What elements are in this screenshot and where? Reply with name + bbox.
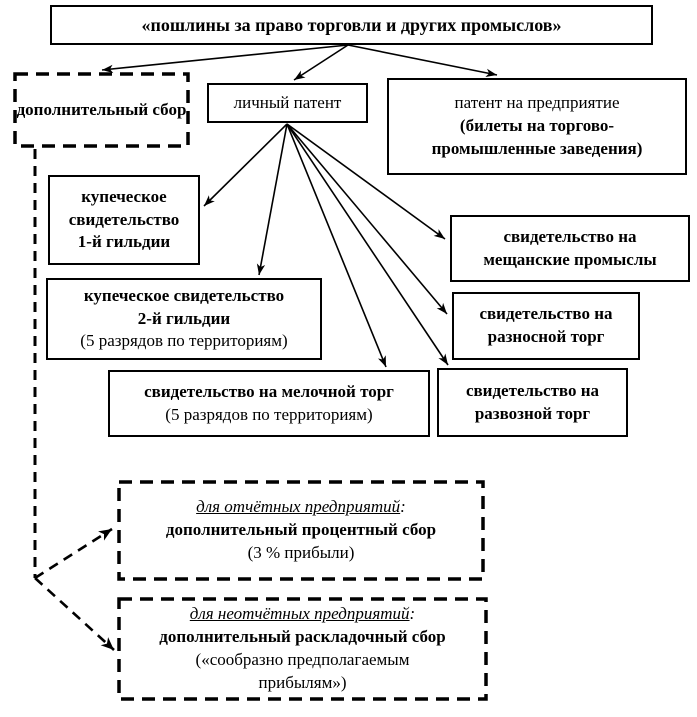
nonreporting-line4: прибылям») [258, 672, 347, 692]
node-burgher-crafts-certificate: свидетельство на мещанские промыслы [450, 215, 690, 282]
peddling-trade-line1: свидетельство на [479, 304, 613, 324]
delivery-trade-line1: свидетельство на [465, 380, 600, 400]
node-title: «пошлины за право торговли и других пром… [50, 5, 653, 45]
enterprise-patent-line2: (билеты на торгово- [459, 116, 615, 136]
personal-patent-label: личный патент [233, 92, 342, 112]
reporting-heading-line: для отчётных предприятий: [196, 496, 406, 519]
guild2-line1: купеческое свидетельство [83, 285, 285, 305]
arrow-patent-to-guild1 [203, 123, 288, 207]
node-delivery-trade-certificate: свидетельство на развозной торг [437, 368, 628, 437]
enterprise-patent-line1: патент на предприятие [454, 93, 620, 113]
nonreporting-line3: («сообразно предполагаемым [195, 650, 410, 669]
nonreporting-line2: дополнительный раскладочный сбор [159, 627, 446, 647]
node-merchant-certificate-guild1: купеческое свидетельство 1-й гильдии [48, 175, 200, 265]
arrow-title-to-enterprise-patent [347, 44, 498, 77]
arrow-patent-to-guild2 [256, 123, 288, 276]
reporting-line2: дополнительный процентный сбор [165, 520, 437, 540]
burgher-crafts-line1: свидетельство на [503, 226, 637, 246]
guild1-line3: 1-й гильдии [77, 232, 171, 252]
reporting-heading: для отчётных предприятий [196, 497, 401, 517]
petty-trade-line2: (5 разрядов по территориям) [165, 404, 373, 424]
guild2-line3: (5 разрядов по территориям) [80, 331, 288, 351]
reporting-line3: (3 % прибыли) [247, 542, 355, 562]
arrow-title-to-personal-patent [293, 44, 349, 81]
enterprise-patent-line3: промышленные заведения) [431, 138, 643, 158]
nonreporting-heading-line: для неотчётных предприятий: [190, 603, 415, 626]
guild1-line2: свидетельство [68, 209, 180, 229]
petty-trade-line1: свидетельство на мелочной торг [144, 381, 394, 401]
additional-fee-label: дополнительный сбор [16, 99, 187, 119]
burgher-crafts-line2: мещанские промыслы [483, 249, 657, 269]
delivery-trade-line2: развозной торг [474, 403, 591, 423]
nonreporting-heading-colon: : [409, 604, 416, 624]
title-text: «пошлины за право торговли и других пром… [141, 14, 562, 35]
arrow-title-to-additional-fee [101, 44, 349, 74]
node-reporting-enterprises-fee: для отчётных предприятий: дополнительный… [117, 480, 485, 581]
node-petty-trade-certificate: свидетельство на мелочной торг (5 разряд… [108, 370, 430, 437]
dashed-arrow-to-reporting [34, 527, 113, 580]
nonreporting-heading: для неотчётных предприятий [189, 604, 410, 624]
node-personal-patent: личный патент [207, 83, 368, 123]
node-merchant-certificate-guild2: купеческое свидетельство 2-й гильдии (5 … [46, 278, 322, 360]
dashed-arrow-to-nonreporting [34, 577, 115, 651]
node-peddling-trade-certificate: свидетельство на разносной торг [452, 292, 640, 360]
peddling-trade-line2: разносной торг [487, 327, 605, 346]
guild2-line2: 2-й гильдии [137, 308, 231, 328]
node-nonreporting-enterprises-fee: для неотчётных предприятий: дополнительн… [117, 597, 488, 701]
reporting-heading-colon: : [400, 497, 406, 517]
node-additional-fee: дополнительный сбор [13, 72, 190, 148]
node-enterprise-patent: патент на предприятие (билеты на торгово… [387, 78, 687, 175]
guild1-line1: купеческое [81, 186, 167, 206]
